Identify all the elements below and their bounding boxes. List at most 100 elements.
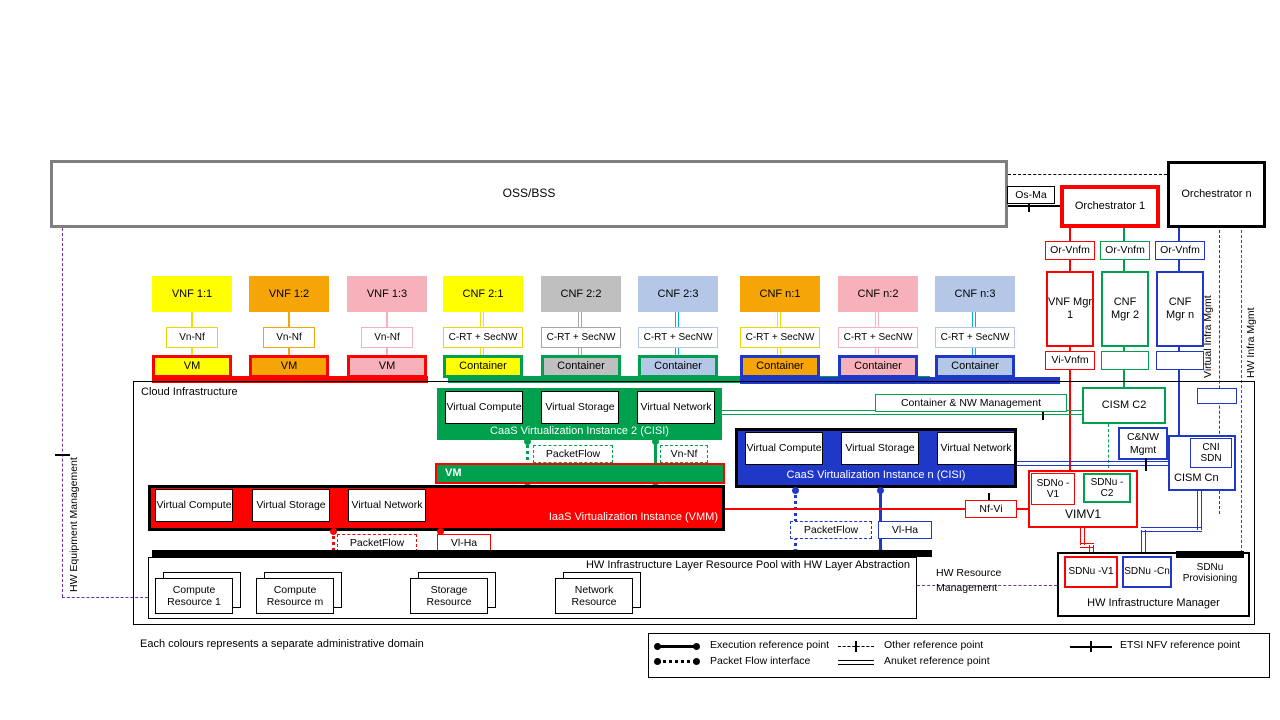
container-box-2-2: Container [541, 355, 621, 378]
etsi-ref-label: ETSI NFV reference point [1120, 639, 1241, 651]
cloud-infrastructure-box [133, 381, 1255, 625]
container-box-2-3: Container [638, 355, 718, 378]
iaas-domain-bar [152, 376, 428, 383]
packet-flow-dot-left [654, 658, 661, 665]
caasn-vlha-label: Vl-Ha [878, 521, 932, 539]
caasn-packetflow-label: PacketFlow [790, 521, 872, 539]
vi-vnfm-empty-green-box [1101, 351, 1149, 370]
caasn-title: CaaS Virtualization Instance n (CISI) [786, 469, 966, 481]
cismcn-sdnu-line-seg3 [1141, 530, 1146, 557]
vnf-1-1-box: VNF 1:1 [152, 276, 232, 312]
anuket-line-caasn-cism [1017, 461, 1168, 466]
nf-vi-label: Nf-Vi [965, 500, 1017, 518]
cnf-n-1-interface-label: C-RT + SecNW [740, 327, 820, 348]
caas2-title: CaaS Virtualization Instance 2 (CISI) [490, 425, 669, 437]
vnf-1-3-interface-label: Vn-Nf [361, 327, 413, 348]
iaas-packetflow-label: PacketFlow [337, 534, 417, 552]
sdnu-c2-box: SDNu -C2 [1083, 473, 1131, 503]
iaas-packetflow-line [332, 531, 335, 556]
iaas-unit-network: Virtual Network [348, 489, 426, 522]
oss-bss-box: OSS/BSS [50, 160, 1008, 228]
execution-ref-dot-right [693, 643, 700, 650]
caas2-vnnf-dot-top [652, 438, 659, 445]
cnf-mgr-2-box: CNF Mgr 2 [1101, 271, 1149, 347]
vi-vnfm-label: Vi-Vnfm [1045, 351, 1095, 370]
orchestrator-1-box: Orchestrator 1 [1060, 185, 1160, 228]
cnf-n-3-interface-label: C-RT + SecNW [935, 327, 1015, 348]
sdnu-provisioning-bar [1176, 551, 1244, 558]
execution-ref-dot-left [654, 643, 661, 650]
container-box-n-2: Container [838, 355, 918, 378]
caasn-packetflow-dot-top [792, 487, 799, 494]
hw-infra-mgmt-dashed-line [1241, 230, 1242, 553]
sdnu-provisioning-label: SDNu Provisioning [1182, 561, 1238, 585]
virtual-infra-empty-blue-box [1197, 388, 1237, 404]
anuket-line-blue-tick [1145, 458, 1147, 471]
legend-box [648, 633, 1270, 678]
caas2-vnnf-label: Vn-Nf [660, 445, 708, 463]
vimv1-label: VIMV1 [1064, 507, 1101, 522]
cism-c2-sdnu-dashed-line [1108, 424, 1109, 473]
container-box-2-1: Container [443, 355, 523, 378]
caas2-unit-storage: Virtual Storage [541, 391, 619, 424]
caasn-vlha-dot-top [877, 487, 884, 494]
admin-domain-note: Each colours represents a separate admin… [140, 638, 424, 650]
packet-flow-label: Packet Flow interface [710, 655, 811, 667]
hw-equipment-mgmt-tick [55, 454, 70, 456]
orchestrator-n-box: Orchestrator n [1167, 161, 1266, 228]
container-box-n-1: Container [740, 355, 820, 378]
nf-vi-tick [988, 493, 990, 502]
packet-flow-dot-right [693, 658, 700, 665]
oss-bss-label: OSS/BSS [502, 186, 556, 201]
hw-resource-mgmt-dashed-line [917, 585, 1057, 586]
hw-resource-mgmt-label: HW Resource Management [936, 567, 1002, 594]
cnf-n-1-box: CNF n:1 [740, 276, 820, 312]
vm-box-2: VM [249, 355, 329, 378]
vm-band: VM [435, 463, 725, 484]
caas2-unit-network: Virtual Network [637, 391, 715, 424]
anuket-ref-label: Anuket reference point [884, 655, 990, 667]
oss-orchestrator-n-dashed-line [1008, 174, 1167, 175]
etsi-ref-tick [1090, 641, 1092, 652]
iaas-unit-compute: Virtual Compute [155, 489, 233, 522]
hw-pool-title: HW Infrastructure Layer Resource Pool wi… [585, 559, 910, 571]
os-ma-line [1008, 205, 1060, 207]
cni-sdn-box: CNI SDN [1190, 438, 1232, 468]
cnf-2-3-interface-label: C-RT + SecNW [638, 327, 718, 348]
hw-infra-mgmt-label: HW Infra Mgmt [1245, 307, 1257, 378]
cism-c2-box: CISM C2 [1082, 387, 1166, 424]
caas2-domain-bar [448, 376, 930, 383]
hw-abstraction-bar [152, 550, 932, 557]
hw-equipment-mgmt-dashed-line [62, 228, 63, 597]
hw-pool-box [148, 557, 917, 619]
compute-resource-1-box: Compute Resource 1 [155, 578, 233, 614]
or-vnfm-label-green: Or-Vnfm [1100, 241, 1150, 260]
caas2-unit-compute: Virtual Compute [445, 391, 523, 424]
sdno-v1-box: SDNo -V1 [1031, 473, 1075, 505]
os-ma-label: Os-Ma [1007, 186, 1055, 204]
or-vnfm-red-line [1069, 228, 1071, 472]
caasn-unit-network: Virtual Network [937, 432, 1015, 465]
cismcn-sdnu-line-seg2 [1141, 527, 1202, 532]
other-ref-label: Other reference point [884, 639, 984, 651]
storage-resource-box: Storage Resource [410, 578, 488, 614]
vm-box-1: VM [152, 355, 232, 378]
cnf-mgr-n-box: CNF Mgr n [1156, 271, 1204, 347]
vnf-1-1-interface-label: Vn-Nf [166, 327, 218, 348]
virtual-infra-mgmt-dashed-line [1219, 230, 1220, 514]
iaas-vlha-dot-top [437, 528, 444, 535]
vimv1-sdnu-line-seg3 [1089, 545, 1094, 557]
execution-ref-icon [658, 645, 696, 648]
iaas-box [148, 485, 725, 531]
hw-equipment-mgmt-dashed-elbow [62, 597, 148, 598]
cnf-n-2-box: CNF n:2 [838, 276, 918, 312]
sdnu-v1-box: SDNu -V1 [1064, 556, 1118, 588]
or-vnfm-label-red: Or-Vnfm [1045, 241, 1095, 260]
caasn-domain-bar [740, 377, 1060, 384]
hw-equipment-mgmt-label: HW Equipment Management [68, 457, 80, 592]
cnf-2-3-box: CNF 2:3 [638, 276, 718, 312]
vnf-mgr-1-box: VNF Mgr 1 [1046, 271, 1094, 347]
hw-infrastructure-manager-label: HW Infrastructure Manager [1087, 597, 1220, 610]
vimv1-sdnu-line-seg1 [1080, 528, 1085, 545]
